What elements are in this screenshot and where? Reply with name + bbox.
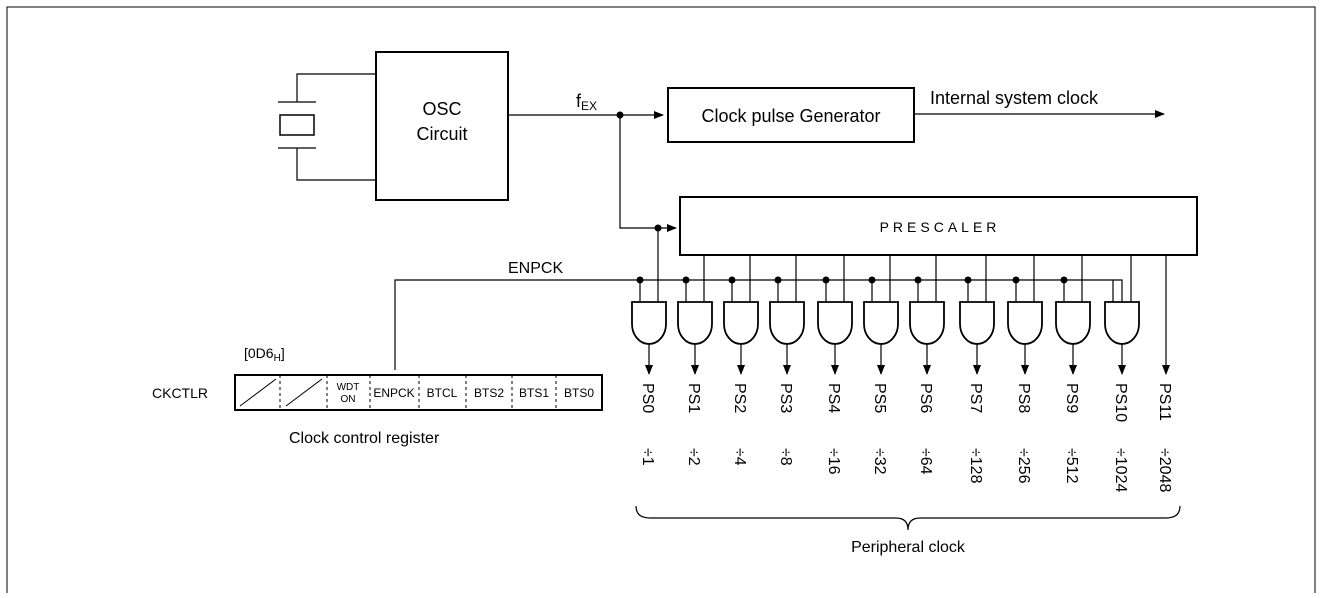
divider-ratio-ps2: ÷4: [731, 448, 748, 466]
output-name-ps10: PS10: [1112, 383, 1129, 422]
wdt-on-bit-line1: WDT: [337, 382, 360, 393]
enpck-line: [394, 279, 1123, 370]
enpck-line-label: ENPCK: [508, 260, 563, 277]
output-name-ps0: PS0: [639, 383, 656, 413]
osc-circuit-box: [375, 51, 509, 201]
enable-junction: [1012, 276, 1020, 284]
internal-system-clock-label: Internal system clock: [930, 88, 1099, 108]
clock-pulse-generator-label: Clock pulse Generator: [701, 106, 880, 126]
output-name-ps6: PS6: [917, 383, 934, 413]
osc-label-line1: OSC: [422, 99, 461, 119]
divider-ratio-ps6: ÷64: [917, 448, 934, 475]
output-name-ps1: PS1: [685, 383, 702, 413]
and-gate: [863, 301, 899, 345]
divider-ratio-ps11: ÷2048: [1156, 448, 1173, 492]
enable-junction: [636, 276, 644, 284]
divider-ratio-ps0: ÷1: [639, 448, 656, 466]
divider-ratio-ps4: ÷16: [825, 448, 842, 475]
osc-label-line2: Circuit: [416, 124, 467, 144]
register-caption: Clock control register: [289, 430, 440, 447]
prescaler-label: PRESCALER: [880, 219, 1001, 235]
enable-junction: [728, 276, 736, 284]
output-name-ps5: PS5: [871, 383, 888, 413]
and-gate: [1104, 301, 1140, 345]
divider-ratio-ps1: ÷2: [685, 448, 702, 466]
and-gate: [677, 301, 713, 345]
divider-ratio-ps3: ÷8: [777, 448, 794, 466]
and-gate: [959, 301, 995, 345]
output-name-ps3: PS3: [777, 383, 794, 413]
enable-junction: [682, 276, 690, 284]
figure-frame: [6, 6, 1316, 593]
peripheral-clock-label: Peripheral clock: [851, 539, 966, 556]
and-gate: [909, 301, 945, 345]
crystal-icon: [278, 73, 376, 181]
register-bit-bts1: BTS1: [519, 386, 549, 400]
and-gate: [723, 301, 759, 345]
prescaler-box: [679, 196, 1198, 256]
clock-pulse-generator-box: [667, 87, 915, 143]
divider-ratio-ps9: ÷512: [1063, 448, 1080, 484]
register-name: CKCTLR: [152, 385, 208, 401]
output-name-ps11: PS11: [1156, 383, 1173, 421]
divider-ratio-ps10: ÷1024: [1112, 448, 1129, 492]
register-bit-bts0: BTS0: [564, 386, 594, 400]
divider-ratio-ps5: ÷32: [871, 448, 888, 475]
enable-junction: [914, 276, 922, 284]
register-bit-bts2: BTS2: [474, 386, 504, 400]
unused-bit-slash: [285, 378, 323, 407]
register-bit-enpck: ENPCK: [373, 386, 414, 400]
register-address: [0D6H]: [244, 345, 285, 364]
gates-layer: PS0 ÷1 PS1 ÷2 PS2 ÷4 PS3 ÷8 PS4 ÷16 PS5 ÷32 PS6 ÷64 PS…: [631, 228, 1173, 492]
ckctlr-register: WDT ON ENPCK BTCL BTS2 BTS1 BTS0: [234, 374, 603, 411]
and-gate: [769, 301, 805, 345]
output-name-ps4: PS4: [825, 383, 842, 413]
and-gate: [1007, 301, 1043, 345]
and-gate: [631, 301, 667, 345]
divider-ratio-ps7: ÷128: [967, 448, 984, 484]
output-name-ps9: PS9: [1063, 383, 1080, 413]
divider-ratio-ps8: ÷256: [1015, 448, 1032, 484]
enable-junction: [1060, 276, 1068, 284]
enable-junction: [822, 276, 830, 284]
unused-bit-slash: [239, 378, 277, 407]
output-name-ps2: PS2: [731, 383, 748, 413]
output-name-ps7: PS7: [967, 383, 984, 413]
enable-junction: [964, 276, 972, 284]
register-bit-btcl: BTCL: [427, 386, 458, 400]
peripheral-clock-brace: [635, 505, 1181, 531]
enable-junction: [868, 276, 876, 284]
output-name-ps8: PS8: [1015, 383, 1032, 413]
fex-label: fEX: [576, 91, 597, 113]
and-gate: [1055, 301, 1091, 345]
enable-junction: [774, 276, 782, 284]
wdt-on-bit-line2: ON: [341, 394, 356, 405]
and-gate: [817, 301, 853, 345]
